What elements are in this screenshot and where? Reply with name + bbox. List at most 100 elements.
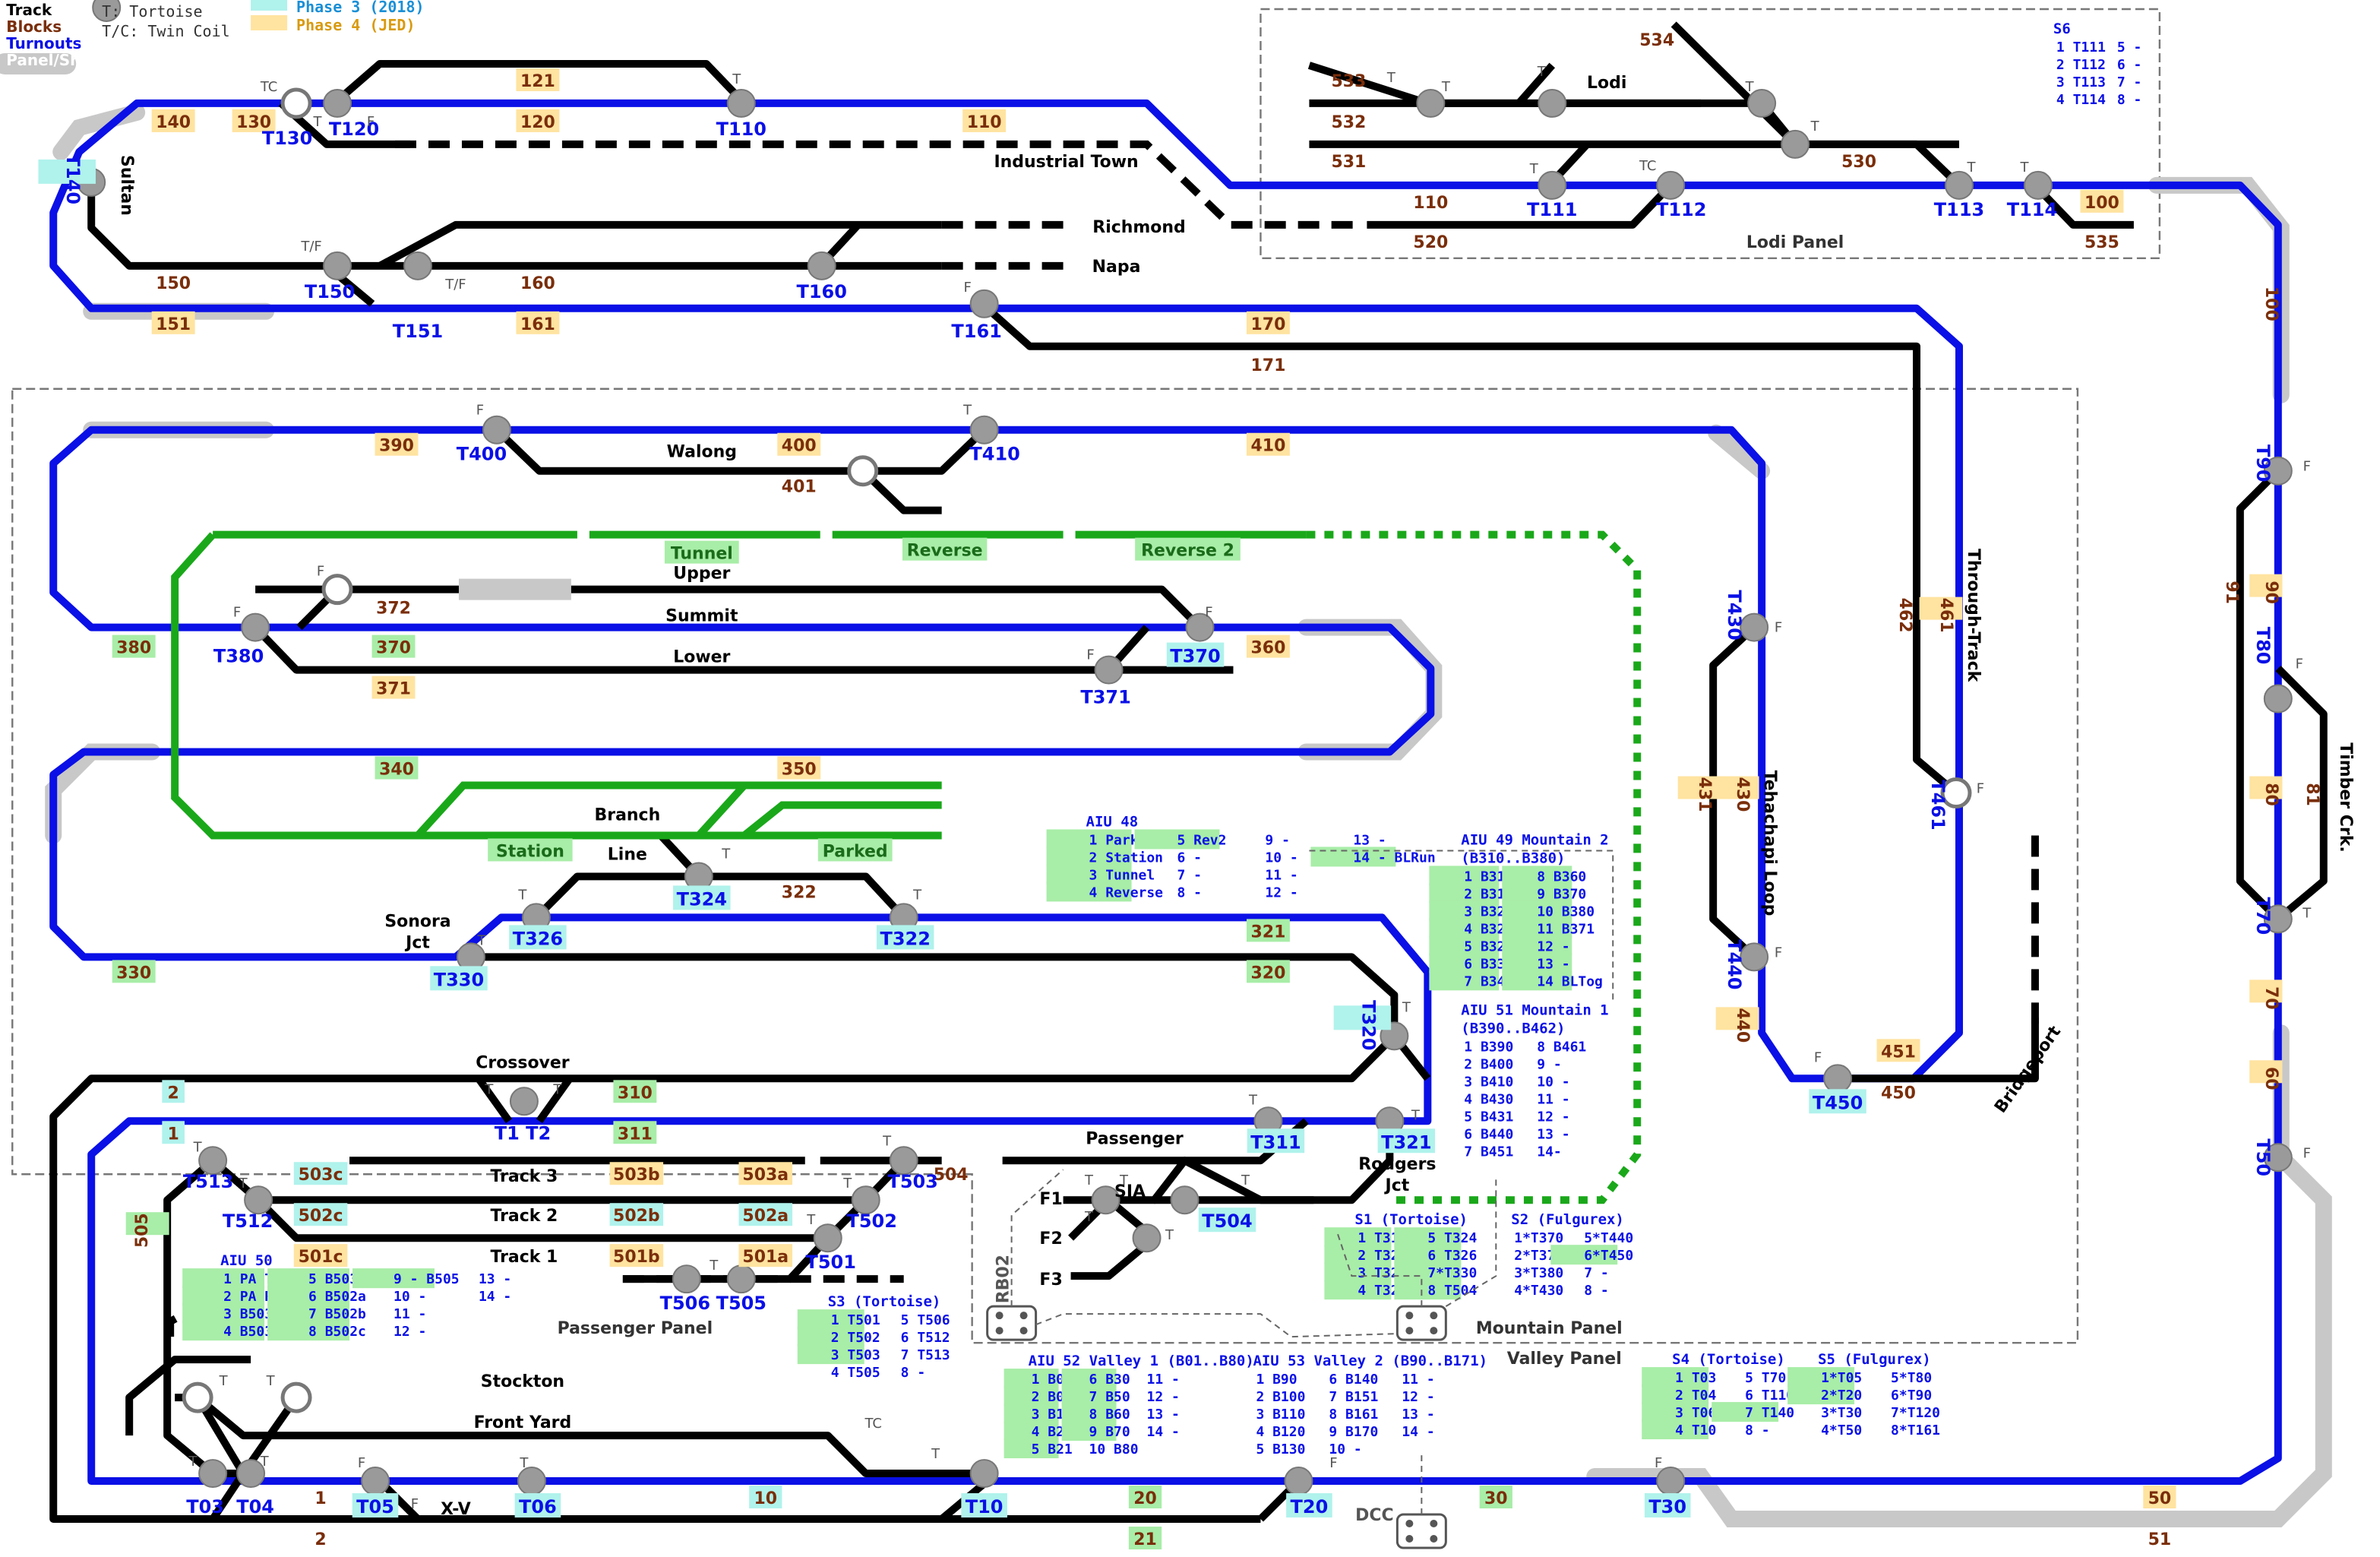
switch-type-39: T <box>882 1133 892 1149</box>
switch-type-7: T <box>1386 70 1396 86</box>
places-industrial_town: Industrial Town <box>994 153 1138 172</box>
s2-cell-3-1: 8 - <box>1584 1283 1608 1299</box>
turnout-9-marker[interactable] <box>1538 88 1567 118</box>
turnout-39-marker[interactable] <box>889 1146 918 1176</box>
turnout-30-marker[interactable] <box>2263 1143 2293 1172</box>
switch-type-27: F <box>2296 657 2303 672</box>
places-branch: Branch <box>595 805 661 824</box>
turnout-40-marker[interactable] <box>198 1146 228 1176</box>
turnout-26-marker[interactable] <box>1823 1064 1853 1093</box>
turnout-7-marker[interactable] <box>969 289 999 318</box>
s5-cell-0-0: 1*T05 <box>1821 1370 1862 1386</box>
turnout-50-marker[interactable] <box>280 1381 312 1413</box>
turnout-46-marker[interactable] <box>1170 1185 1199 1215</box>
s4-cell-1-1: 6 T110 <box>1745 1388 1794 1404</box>
turnout-28-marker[interactable] <box>2263 684 2293 714</box>
aiu51-cell-6-1: 14- <box>1537 1144 1561 1160</box>
block-b320: 320 <box>1251 964 1286 983</box>
turnout-6-marker[interactable] <box>807 251 836 280</box>
legend-phase4-label: Phase 4 (JED) <box>296 16 415 34</box>
label-t1t2: T1 T2 <box>495 1122 551 1144</box>
aiu52-cell-2-0-bg <box>1004 1404 1059 1424</box>
turnout-54-marker[interactable] <box>517 1467 546 1496</box>
turnout-19-marker[interactable] <box>321 574 353 606</box>
aiu52-cell-3-1-bg <box>1061 1421 1117 1441</box>
turnout-12-marker[interactable] <box>1538 170 1567 200</box>
turnout-25-marker[interactable] <box>1740 942 1769 972</box>
turnout-45-marker[interactable] <box>726 1264 756 1294</box>
places-bridgeport: Bridgeport <box>1991 1023 2065 1117</box>
turnout-44-marker[interactable] <box>672 1264 701 1294</box>
aiu51-title: AIU 51 Mountain 1 <box>1461 1002 1608 1018</box>
turnout-47-marker[interactable] <box>1091 1185 1120 1215</box>
switch-type-52: T <box>188 1454 198 1470</box>
track-track2 <box>255 1197 869 1242</box>
places-station: Station <box>496 842 564 861</box>
s4-cell-2-0: 3 T06 <box>1675 1405 1716 1421</box>
turnout-11-marker[interactable] <box>1781 129 1810 159</box>
block-b322: 322 <box>782 883 817 902</box>
turnout-13-marker[interactable] <box>1656 170 1686 200</box>
aiu52-cell-4-1: 10 B80 <box>1089 1441 1139 1457</box>
turnout-23-marker[interactable] <box>1740 612 1769 642</box>
turnout-2-marker[interactable] <box>726 88 756 118</box>
turnout-14-marker[interactable] <box>1945 170 1974 200</box>
label-t326-bg <box>509 925 567 950</box>
turnout-52-marker[interactable] <box>236 1459 266 1489</box>
turnout-51-marker[interactable] <box>198 1459 228 1489</box>
turnout-18-marker[interactable] <box>847 455 879 487</box>
turnout-10-marker[interactable] <box>1747 88 1777 118</box>
block-b501b-bg <box>609 1244 664 1267</box>
turnout-48-marker[interactable] <box>1132 1223 1162 1253</box>
s1-cell-3-1-bg <box>1394 1280 1462 1300</box>
track-320 <box>49 953 1399 1524</box>
turnout-56-marker[interactable] <box>1284 1467 1313 1496</box>
block-b410: 410 <box>1251 437 1286 456</box>
turnout-24-marker[interactable] <box>1940 777 1972 809</box>
turnout-42-marker[interactable] <box>851 1185 880 1215</box>
switch-type-38: T <box>1411 1107 1421 1123</box>
mountain-box-pin <box>1430 1312 1438 1320</box>
legend-tortoise-marker[interactable] <box>92 0 122 22</box>
dcc-box-pin <box>1430 1535 1438 1543</box>
turnout-0-marker[interactable] <box>280 87 312 119</box>
turnout-16-marker[interactable] <box>482 415 511 445</box>
aiu51-cell-1-1: 9 - <box>1537 1056 1561 1072</box>
block-b50: 50 <box>2148 1489 2172 1508</box>
switch-type-56: T <box>519 1455 529 1471</box>
turnout-57-marker[interactable] <box>1656 1467 1686 1496</box>
aiu49-cell-4-0: 5 B322 <box>1464 938 1513 954</box>
turnout-20-marker[interactable] <box>241 612 270 642</box>
turnout-43-marker[interactable] <box>813 1223 842 1253</box>
aiu50-cell-1-1-bg <box>267 1286 350 1306</box>
turnout-15-marker[interactable] <box>2023 170 2053 200</box>
s5-cell-3-1: 8*T161 <box>1891 1423 1940 1438</box>
label-t506: T506 <box>660 1293 710 1314</box>
block-b311: 311 <box>618 1125 653 1144</box>
label-t113: T113 <box>1934 199 1984 220</box>
turnout-17-marker[interactable] <box>969 415 999 445</box>
turnout-55-marker[interactable] <box>969 1459 999 1489</box>
places-stockton: Stockton <box>481 1372 564 1391</box>
turnout-29-marker[interactable] <box>2263 904 2293 934</box>
aiu51-cell-5-0: 6 B440 <box>1464 1126 1513 1142</box>
turnout-4-marker[interactable] <box>323 251 352 280</box>
turnout-1-marker[interactable] <box>323 88 352 118</box>
turnout-36-marker[interactable] <box>509 1087 539 1116</box>
s3-cell-2-1: 7 T513 <box>901 1347 950 1363</box>
aiu49-cell-0-0: 1 B310 <box>1464 869 1513 885</box>
turnout-8-marker[interactable] <box>1416 88 1446 118</box>
turnout-41-marker[interactable] <box>244 1185 273 1215</box>
turnout-22-marker[interactable] <box>1094 655 1124 685</box>
shed-1150 <box>1708 424 1771 479</box>
turnout-5-marker[interactable] <box>403 251 432 280</box>
turnout-49-marker[interactable] <box>182 1381 213 1413</box>
aiu52-cell-1-0-bg <box>1004 1386 1059 1407</box>
block-b130: 130 <box>236 113 271 132</box>
turnout-27-marker[interactable] <box>2263 456 2293 486</box>
label-t501: T501 <box>806 1252 856 1273</box>
turnout-53-marker[interactable] <box>361 1467 390 1496</box>
s3-cell-3-1: 8 - <box>901 1365 925 1381</box>
block-b505: 505 <box>133 1213 152 1248</box>
turnout-21-marker[interactable] <box>1185 612 1215 642</box>
